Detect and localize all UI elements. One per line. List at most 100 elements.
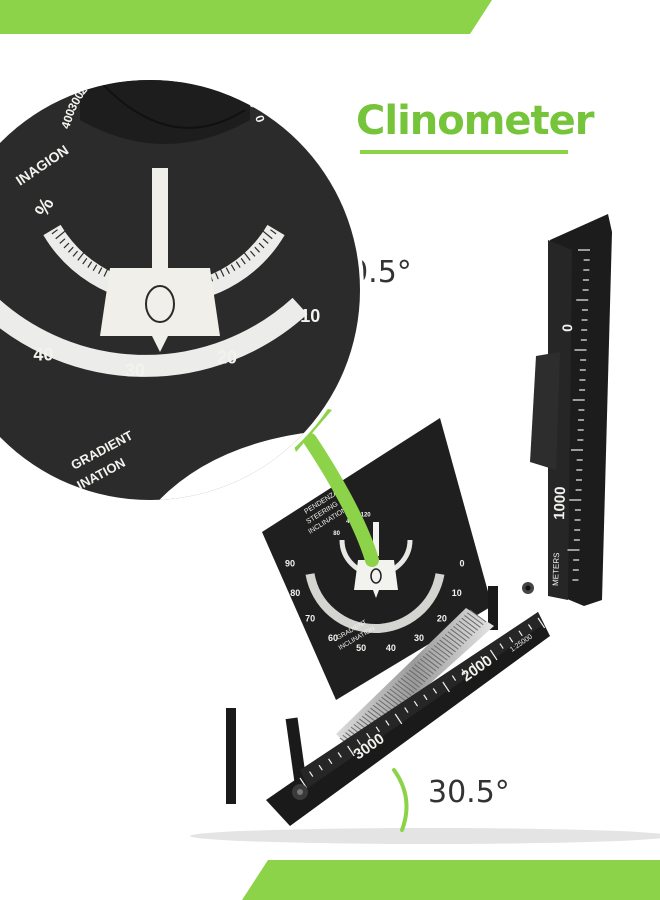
- base-tick: [499, 643, 504, 649]
- scale-tick: [243, 293, 249, 302]
- scale-tick: [262, 230, 273, 240]
- right-post: [488, 586, 498, 630]
- base-tick: [489, 649, 498, 661]
- tooth: [403, 674, 420, 688]
- scale-tick: [92, 264, 98, 272]
- scale-tick: [240, 257, 246, 265]
- zoom-inner-label: 120: [105, 50, 130, 72]
- scale-tick: [218, 298, 225, 312]
- tooth: [439, 639, 456, 653]
- tooth: [419, 658, 437, 672]
- base-tick: [423, 694, 428, 701]
- base-tick: [356, 739, 361, 745]
- scale-tick: [59, 238, 66, 244]
- tooth: [458, 620, 476, 634]
- plate-outer-label: 90: [285, 558, 295, 568]
- scale-tick: [96, 308, 101, 323]
- scale-tick: [289, 192, 297, 197]
- scale-tick: [310, 244, 318, 252]
- base-tick: [404, 707, 409, 713]
- plate-outer-label: 50: [356, 643, 366, 653]
- scale-tick: [265, 281, 271, 289]
- tooth: [442, 636, 459, 650]
- tooth: [469, 609, 487, 623]
- plate-outer-label: 60: [328, 633, 338, 643]
- base-tick: [537, 617, 546, 629]
- scale-tick: [218, 265, 225, 277]
- base-tick: [527, 624, 533, 630]
- scale-tick: [47, 224, 55, 230]
- base-scale-bar: 3000 2000 1:25000: [266, 612, 550, 826]
- tooth: [414, 664, 431, 677]
- scale-tick: [38, 206, 50, 214]
- scale-tick: [87, 261, 93, 268]
- scale-tick: [79, 310, 84, 319]
- base-tick: [508, 636, 514, 643]
- zoom-inner-label: 30: [218, 62, 237, 81]
- zoom-inner-label: 160: [89, 59, 114, 83]
- base-tick: [337, 752, 342, 758]
- scale-tick: [236, 297, 241, 305]
- scale-tick: [88, 312, 92, 321]
- tooth: [389, 688, 407, 702]
- scale-tick: [31, 192, 39, 197]
- base-scale-ticks: [299, 617, 546, 789]
- arm-label-unit: METERS: [551, 552, 561, 586]
- scale-tick: [67, 246, 74, 253]
- plate-outer-label: 70: [305, 614, 315, 624]
- base-tick: [394, 713, 403, 725]
- angle-label-base: 30.5°: [428, 775, 510, 810]
- scale-tick: [255, 280, 264, 294]
- top-green-band: [0, 0, 492, 34]
- scale-tick: [358, 158, 360, 165]
- plate-outer-label: 10: [452, 588, 462, 598]
- scale-tick: [33, 198, 41, 203]
- scale-tick: [29, 187, 37, 191]
- tooth: [447, 631, 465, 645]
- tooth: [400, 677, 418, 691]
- zoom-inner-label: 20: [231, 75, 251, 94]
- scale-tick: [31, 293, 37, 302]
- tooth: [422, 655, 440, 669]
- base-tick: [385, 720, 390, 726]
- tooth: [408, 669, 426, 683]
- tooth: [464, 615, 481, 628]
- scale-tick: [77, 250, 86, 261]
- scale-tick: [251, 289, 257, 298]
- scale-tick: [44, 219, 52, 225]
- scale-tick: [225, 267, 230, 275]
- plate-outer-label: 40: [386, 643, 396, 653]
- tooth: [450, 628, 467, 642]
- scale-tick: [286, 267, 292, 275]
- tooth: [455, 623, 473, 637]
- scale-tick: [72, 250, 79, 257]
- zoom-outer-label: 10: [300, 306, 320, 326]
- angle-arc: [392, 768, 409, 832]
- scale-tick: [298, 256, 306, 264]
- scale-tick: [336, 212, 345, 219]
- base-tick: [375, 726, 380, 733]
- scale-tick: [353, 183, 360, 189]
- scale-tick: [98, 267, 103, 275]
- scale-tick: [361, 169, 368, 172]
- plate-inner-label: 120: [361, 513, 372, 519]
- arm-label-thousand: 1000: [551, 486, 569, 520]
- scale-tick: [82, 257, 88, 265]
- scale-tick: [63, 306, 68, 315]
- scale-tick: [249, 250, 256, 257]
- scale-tick: [16, 280, 25, 294]
- tooth: [411, 666, 429, 680]
- scale-tick: [349, 191, 358, 197]
- base-tick: [413, 700, 419, 707]
- serrated-plate: [336, 608, 494, 752]
- tooth: [417, 661, 434, 675]
- zoom-inner-label: 0: [252, 113, 267, 124]
- plate-outer-label: 80: [290, 588, 300, 598]
- zoom-inner-label: 400: [58, 107, 78, 131]
- bottom-green-band: [242, 860, 660, 900]
- scale-tick: [288, 257, 299, 269]
- tooth: [425, 653, 443, 666]
- plate-outer-label: 20: [437, 614, 447, 624]
